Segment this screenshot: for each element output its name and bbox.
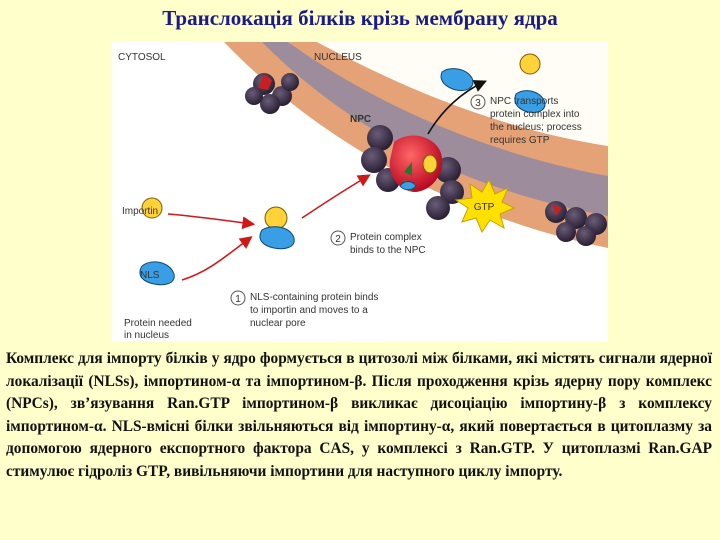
step-2-line-2: binds to the NPC <box>350 245 426 256</box>
step-3-line-3: the nucleus; process <box>490 122 582 133</box>
step-2-line-1: Protein complex <box>350 232 422 243</box>
step-3-line-2: protein complex into <box>490 109 580 120</box>
npc-label: NPC <box>350 114 371 125</box>
step-1-line-2: to importin and moves to a <box>250 305 368 316</box>
released-importin-yellow <box>520 54 540 74</box>
step-1-line-3: nuclear pore <box>250 318 306 329</box>
protein-needed-label-1: Protein needed <box>124 318 192 329</box>
slide-title: Транслокація білків крізь мембрану ядра <box>0 6 720 31</box>
caption-text: Комплекс для імпорту білків у ядро форму… <box>6 348 712 484</box>
step-1-line-1: NLS-containing protein binds <box>250 292 378 303</box>
step-2-number: 2 <box>335 234 341 245</box>
step-3-line-1: NPC transports <box>490 96 558 107</box>
importin-label: Importin <box>122 206 158 217</box>
step-3-line-4: requires GTP <box>490 135 550 146</box>
nls-label: NLS <box>140 270 160 281</box>
cytosol-label: CYTOSOL <box>118 52 166 63</box>
nuclear-import-diagram: GTP CYTOSOL NUCLEUS <box>112 42 608 342</box>
protein-needed-label-2: in nucleus <box>124 330 169 341</box>
step-1-number: 1 <box>235 294 241 305</box>
nuclear-import-figure: GTP CYTOSOL NUCLEUS <box>112 42 608 342</box>
gtp-label: GTP <box>474 202 495 213</box>
step-3-number: 3 <box>475 98 481 109</box>
nucleus-label: NUCLEUS <box>314 52 362 63</box>
